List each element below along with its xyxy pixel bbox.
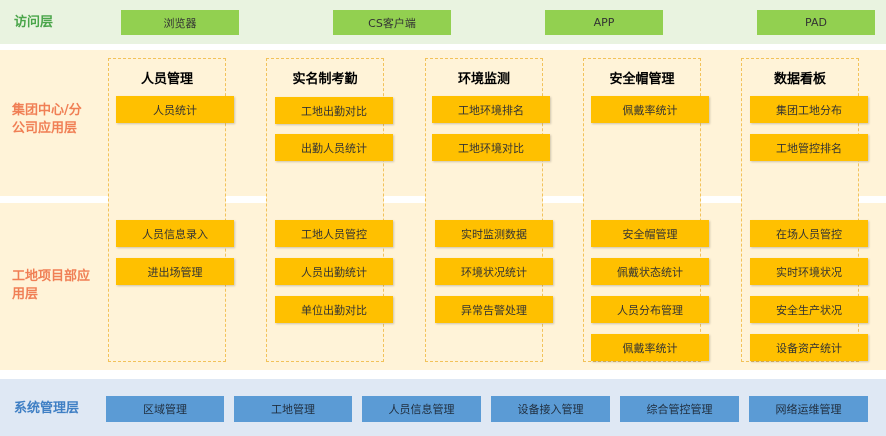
function-box: 环境状况统计 [435, 258, 553, 285]
function-box: 单位出勤对比 [275, 296, 393, 323]
function-box: 工地管控排名 [750, 134, 868, 161]
function-box: 人员统计 [116, 96, 234, 123]
function-box: 工地环境对比 [432, 134, 550, 161]
module-title: 安全帽管理 [609, 72, 675, 87]
site-layer-label: 工地项目部应用层 [12, 269, 91, 302]
function-box: 工地环境排名 [432, 96, 550, 123]
system-box-device: 设备接入管理 [491, 396, 610, 422]
function-box: 安全生产状况 [750, 296, 868, 323]
system-box-region: 区域管理 [106, 396, 224, 422]
access-pad: PAD [757, 10, 875, 35]
function-box: 异常告警处理 [435, 296, 553, 323]
group-layer-label: 集团中心/分公司应用层 [12, 103, 82, 136]
system-box-integrated: 综合管控管理 [620, 396, 739, 422]
function-box: 出勤人员统计 [275, 134, 393, 161]
function-box: 设备资产统计 [750, 334, 868, 361]
module-title: 人员管理 [140, 72, 193, 87]
function-box: 人员信息录入 [116, 220, 234, 247]
function-box: 人员出勤统计 [275, 258, 393, 285]
function-box: 实时环境状况 [750, 258, 868, 285]
function-box: 进出场管理 [116, 258, 234, 285]
function-box: 工地出勤对比 [275, 97, 393, 124]
module-title: 实名制考勤 [292, 72, 358, 87]
system-layer-label: 系统管理层 [14, 401, 80, 416]
function-box: 实时监测数据 [435, 220, 553, 247]
system-box-site: 工地管理 [234, 396, 352, 422]
function-box: 佩戴率统计 [591, 334, 709, 361]
module-title: 数据看板 [773, 72, 826, 87]
access-layer-label: 访问层 [14, 15, 54, 30]
function-box: 佩戴率统计 [591, 96, 709, 123]
function-box: 集团工地分布 [750, 96, 868, 123]
access-browser: 浏览器 [121, 10, 239, 35]
function-box: 人员分布管理 [591, 296, 709, 323]
module-title: 环境监测 [457, 72, 510, 87]
function-box: 佩戴状态统计 [591, 258, 709, 285]
access-app: APP [545, 10, 663, 35]
function-box: 安全帽管理 [591, 220, 709, 247]
function-box: 在场人员管控 [750, 220, 868, 247]
function-box: 工地人员管控 [275, 220, 393, 247]
access-cs-client: CS客户端 [333, 10, 451, 35]
system-box-network: 网络运维管理 [749, 396, 868, 422]
system-box-personnel: 人员信息管理 [362, 396, 481, 422]
